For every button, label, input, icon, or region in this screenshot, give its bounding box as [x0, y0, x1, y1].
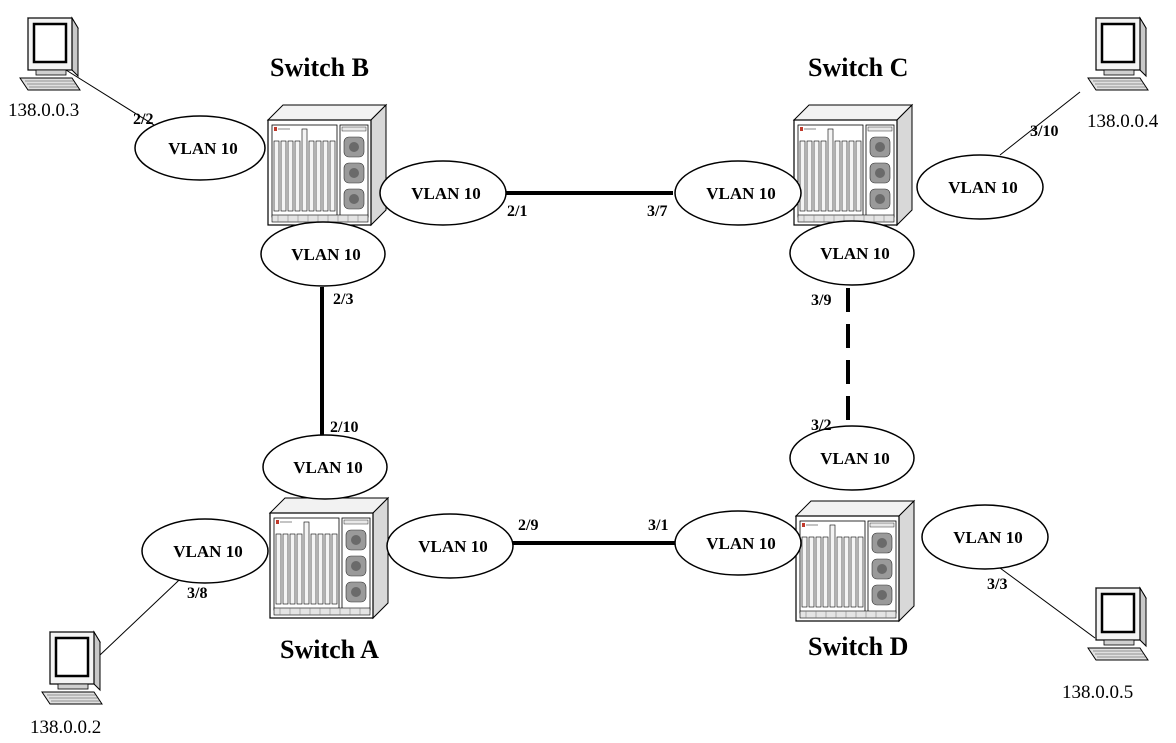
switch-label-c: Switch C — [808, 53, 908, 82]
switch-d-chassis — [795, 500, 915, 622]
port-label: 2/10 — [330, 419, 358, 436]
host-ip-label: 138.0.0.2 — [30, 717, 101, 738]
port-label: 2/9 — [518, 517, 538, 534]
cable-host-c — [999, 91, 1081, 156]
vlan-d-right — [921, 504, 1049, 570]
vlan-label: VLAN 10 — [168, 139, 237, 158]
vlan-label: VLAN 10 — [948, 178, 1017, 197]
vlan-label: VLAN 10 — [820, 244, 889, 263]
port-label: 3/7 — [647, 203, 667, 220]
vlan-label: VLAN 10 — [291, 245, 360, 264]
port-label: 3/10 — [1030, 123, 1058, 140]
vlan-label: VLAN 10 — [820, 449, 889, 468]
vlan-c-bottom — [789, 220, 915, 286]
vlan-a-top — [262, 434, 388, 500]
port-label: 3/8 — [187, 585, 207, 602]
switch-label-a: Switch A — [280, 635, 379, 664]
switch-a-chassis — [269, 497, 389, 619]
port-label: 2/3 — [333, 291, 353, 308]
port-label: 3/3 — [987, 576, 1007, 593]
port-label: 2/2 — [133, 111, 153, 128]
switch-c-chassis — [793, 104, 913, 226]
workstation-d-icon — [1086, 586, 1150, 662]
workstation-a-icon — [40, 630, 104, 706]
switch-label-b: Switch B — [270, 53, 369, 82]
host-ip-label: 138.0.0.4 — [1087, 111, 1159, 132]
vlan-c-right — [916, 154, 1044, 220]
vlan-c-left — [674, 160, 802, 226]
cable-host-d — [999, 567, 1096, 639]
workstation-c-icon — [1086, 16, 1150, 92]
vlan-label: VLAN 10 — [418, 537, 487, 556]
switch-b-chassis — [267, 104, 387, 226]
vlan-a-left — [141, 518, 269, 584]
vlan-label: VLAN 10 — [953, 528, 1022, 547]
port-label: 3/2 — [811, 417, 831, 434]
switch-label-d: Switch D — [808, 632, 908, 661]
workstation-b-icon — [18, 16, 82, 92]
vlan-d-left — [674, 510, 802, 576]
host-ip-label: 138.0.0.5 — [1062, 682, 1133, 703]
port-label: 3/9 — [811, 292, 831, 309]
port-label: 2/1 — [507, 203, 527, 220]
vlan-label: VLAN 10 — [706, 534, 775, 553]
vlan-b-left — [134, 115, 266, 181]
vlan-b-right — [379, 160, 507, 226]
vlan-label: VLAN 10 — [173, 542, 242, 561]
vlan-label: VLAN 10 — [293, 458, 362, 477]
vlan-label: VLAN 10 — [411, 184, 480, 203]
port-label: 3/1 — [648, 517, 668, 534]
vlan-d-top — [789, 425, 915, 491]
vlan-a-right — [386, 513, 514, 579]
host-ip-label: 138.0.0.3 — [8, 100, 79, 121]
vlan-label: VLAN 10 — [706, 184, 775, 203]
vlan-b-bottom — [260, 221, 386, 287]
